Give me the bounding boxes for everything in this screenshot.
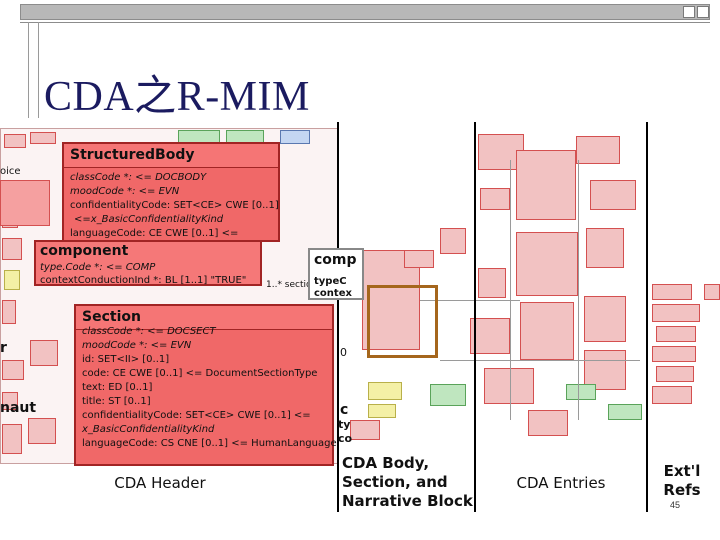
slide-left-line [38,22,39,118]
structured-body-header: StructuredBody [64,144,278,168]
structured-body-confidentiality: confidentialityCode: SET<CE> CWE [0..1] [70,200,279,211]
entries-class-box [576,136,620,164]
section-box: Section classCode *: <= DOCSECT moodCode… [74,304,337,466]
section-confidentiality-kind: x_BasicConfidentialityKind [82,424,215,435]
component-type-code: type.Code *: <= COMP [40,262,156,273]
highlight-box [367,285,438,358]
section-title: title: ST [0..1] [82,396,151,407]
slide-square-icon [697,6,709,18]
entries-class-box [516,150,576,220]
header-class-box [2,360,24,380]
entries-class-box [470,318,510,354]
ty-label: ty [338,418,351,431]
entries-class-box [584,296,626,342]
section-header: Section [76,306,332,330]
entries-class-box [480,188,510,210]
entries-class-box [516,232,578,296]
ext-ref-box [656,366,694,382]
entries-class-box [586,228,624,268]
section-class-code: classCode *: <= DOCSECT [82,326,216,337]
connector-line [510,160,511,420]
component-context: contextConductionInd *: BL [1..1] "TRUE" [40,275,247,286]
section-confidentiality: confidentialityCode: SET<CE> CWE [0..1] … [82,410,311,421]
section-label-header: CDA Header [114,474,206,492]
choice-label: oice [0,166,21,177]
entries-class-box [590,180,636,210]
header-class-box [2,238,22,260]
header-class-box [4,270,20,290]
slide-square-icon [683,6,695,18]
co-label: co [338,432,353,445]
entries-class-box [440,228,466,254]
structured-body-language: languageCode: CE CWE [0..1] <= [70,228,239,239]
region-divider [474,122,476,512]
section-label-ext-refs: Ext'l Refs [663,462,701,499]
slide-title: CDA之R-MIM [44,74,310,120]
connector-line [420,300,520,301]
section-mood-code: moodCode *: <= EVN [82,340,192,351]
header-class-box [280,130,310,144]
section-id: id: SET<II> [0..1] [82,354,170,365]
structured-body-mood-code: moodCode *: <= EVN [70,186,180,197]
connector-line [440,360,640,361]
slide-rule [20,22,710,23]
slide-left-line [28,22,29,118]
left-cut-label: r [0,340,7,356]
body-class-box [350,420,380,440]
entries-class-box [478,268,506,298]
ext-ref-box [652,386,692,404]
body-class-box [368,382,402,400]
body-class-box [404,250,434,268]
section-text: text: ED [0..1] [82,382,153,393]
header-class-box [2,424,22,454]
component-name: component [40,243,129,259]
entries-class-box [584,350,626,390]
body-class-box [368,404,396,418]
ext-ref-box [652,284,692,300]
entries-class-box [520,302,574,360]
slide-top-bar [20,4,710,20]
entries-class-box [528,410,568,436]
structured-body-name: StructuredBody [70,147,195,163]
header-class-box [30,340,58,366]
zero-label: 0 [340,346,347,359]
component-box: component type.Code *: <= COMP contextCo… [34,240,262,286]
left-cut-label: naut [0,400,37,416]
section-label-entries: CDA Entries [516,474,606,492]
header-class-box [30,132,56,144]
header-class-box [2,392,18,410]
header-class-box [28,418,56,444]
entries-class-box [484,368,534,404]
section-label-body: CDA Body, Section, and Narrative Block [342,454,473,510]
choice-box [0,180,50,226]
entries-class-box [566,384,596,400]
c-label: c [340,402,349,418]
entries-class-box [608,404,642,420]
section-code: code: CE CWE [0..1] <= DocumentSectionTy… [82,368,318,379]
ext-ref-box [656,326,696,342]
region-divider [337,122,339,512]
ext-ref-box [704,284,720,300]
component-right-name: comp [314,252,357,268]
multiplicity-label: 1..* section [266,280,318,290]
section-name: Section [82,309,141,325]
structured-body-box: StructuredBody classCode *: <= DOCBODY m… [62,142,280,242]
connector-line [578,160,579,420]
region-divider [646,122,648,512]
header-class-box [4,134,26,148]
slide-number: 45 [669,500,680,510]
component-right-type: typeC [314,276,347,287]
component-right-box: comp typeC contex [308,248,364,300]
body-class-box [430,384,466,406]
ext-ref-box [652,346,696,362]
component-right-context: contex [314,288,352,299]
section-language: languageCode: CS CNE [0..1] <= HumanLang… [82,438,337,449]
header-class-box [2,300,16,324]
ext-ref-box [652,304,700,322]
structured-body-confidentiality-kind: <=x_BasicConfidentialityKind [74,214,224,225]
structured-body-class-code: classCode *: <= DOCBODY [70,172,207,183]
